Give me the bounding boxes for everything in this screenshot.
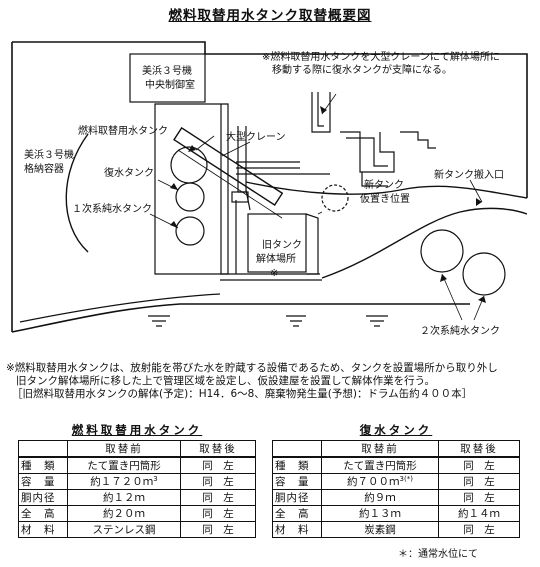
condensate-tank-label: 復水タンク [104, 166, 154, 179]
crane-note-line-2: 移動する際に復水タンクが支障になる。 [272, 63, 452, 76]
row-before: 約７００ｍ3(*) [321, 473, 439, 490]
header-blank [272, 440, 322, 458]
condensate-tank-circle [175, 182, 205, 212]
page-title: 燃料取替用水タンク取替概要図 [168, 8, 372, 24]
row-before: 約９ｍ [321, 489, 439, 506]
note-line-3: ［旧燃料取替用水タンクの解体(予定)：H14．6〜8、廃棄物発生量(予想)：ドラ… [12, 388, 473, 400]
row-before: 炭素鋼 [321, 521, 439, 538]
notes: ※燃料取替用水タンクは、放射能を帯びた水を貯蔵する設備であるため、タンクを設置場… [6, 362, 538, 401]
footnote: ＊：通常水位にて [398, 549, 478, 560]
new-tank-temp-circle [321, 184, 349, 212]
water-symbol [148, 315, 170, 327]
upper-structure [311, 92, 331, 133]
row-label: 容 量 [18, 473, 68, 490]
crane-arm [173, 126, 284, 206]
unit-superscript: 3(*) [399, 475, 413, 483]
row-before: 約１７２０ｍ3 [67, 473, 181, 490]
row-after: 同 左 [438, 521, 520, 538]
water-symbol-2 [286, 315, 306, 327]
row-after: 同 左 [180, 505, 256, 522]
crane-base [231, 191, 249, 203]
table-row: 胴内径 約１２ｍ 同 左 [18, 489, 256, 506]
row-label: 材 料 [272, 521, 322, 538]
row-after: 同 左 [438, 456, 520, 474]
old-tank-site-wall [305, 213, 319, 275]
row-after: 同 左 [438, 489, 520, 506]
unit-superscript: 3 [153, 475, 158, 483]
new-tank-entry-label: 新タンク搬入口 [434, 168, 504, 181]
row-before: 約１３ｍ [321, 505, 439, 522]
old-tank-site-label-3: ※ [270, 268, 278, 279]
old-tank-site-label-1: 旧タンク [262, 239, 302, 251]
row-label: 胴内径 [18, 489, 68, 506]
site-layout-diagram: ※燃料取替用水タンクを大型クレーンにて解体場所に 移動する際に復水タンクが支障に… [11, 41, 528, 337]
fuel-table-title: 燃料取替用水タンク [71, 423, 203, 437]
fuel-tank-label: 燃料取替用水タンク [78, 124, 168, 137]
table-row: 材 料 炭素鋼 同 左 [272, 521, 520, 538]
table-row: 容 量 約１７２０ｍ3 同 左 [18, 473, 256, 490]
secondary-tank-label: ２次系純水タンク [420, 324, 500, 337]
table-row: 種 類 たて置き円筒形 同 左 [18, 456, 256, 474]
row-after: 同 左 [180, 473, 256, 490]
row-after: 同 左 [180, 456, 256, 474]
control-room-label-1: 美浜３号機 [142, 64, 192, 77]
row-before: 約２０ｍ [67, 505, 181, 522]
row-before: 約１２ｍ [67, 489, 181, 506]
row-label: 種 類 [272, 456, 322, 474]
row-label: 容 量 [272, 473, 322, 490]
header-before: 取替前 [67, 440, 181, 458]
note-line-2: 旧タンク解体場所に移した上で管理区域を設定し、仮設建屋を設置して解体作業を行う。 [16, 375, 436, 387]
containment-arc [65, 133, 89, 253]
road-upper [245, 181, 528, 199]
primary-tank-circle [175, 216, 205, 246]
fuel-tank-spec-table: 取替前 取替後 種 類 たて置き円筒形 同 左 容 量 約１７２０ｍ3 同 左 … [18, 440, 256, 538]
row-after: 同 左 [180, 489, 256, 506]
row-label: 種 類 [18, 456, 68, 474]
table-row: 容 量 約７００ｍ3(*) 同 左 [272, 473, 520, 490]
old-tank-site-box [247, 213, 307, 273]
primary-tank-label: １次系純水タンク [72, 202, 152, 215]
row-before: ステンレス鋼 [67, 521, 181, 538]
secondary-tank-circle-1 [420, 229, 464, 273]
header-blank [18, 440, 68, 458]
condensate-table-title: 復水タンク [359, 423, 433, 437]
row-before: たて置き円筒形 [67, 456, 181, 474]
note-line-1: ※燃料取替用水タンクは、放射能を帯びた水を貯蔵する設備であるため、タンクを設置場… [6, 362, 498, 374]
header-after: 取替後 [180, 440, 256, 458]
table-row: 胴内径 約９ｍ 同 左 [272, 489, 520, 506]
crane-note-line-1: ※燃料取替用水タンクを大型クレーンにて解体場所に [262, 50, 500, 63]
row-label: 全 高 [18, 505, 68, 522]
table-header-row: 取替前 取替後 [272, 440, 520, 458]
table-row: 種 類 たて置き円筒形 同 左 [272, 456, 520, 474]
control-room-box [129, 53, 206, 103]
header-after: 取替後 [438, 440, 520, 458]
crane-label: 大型クレーン [226, 130, 286, 143]
water-symbol-3 [366, 315, 388, 327]
row-after: 同 左 [180, 521, 256, 538]
table-header-row: 取替前 取替後 [18, 440, 256, 458]
new-tank-temp-label-1: 新タンク [364, 178, 404, 191]
table-row: 全 高 約１３ｍ 約１４ｍ [272, 505, 520, 522]
row-label: 材 料 [18, 521, 68, 538]
table-row: 全 高 約２０ｍ 同 左 [18, 505, 256, 522]
shoreline [11, 303, 470, 333]
row-after: 約１４ｍ [438, 505, 520, 522]
row-before: たて置き円筒形 [321, 456, 439, 474]
road-lower [321, 207, 528, 279]
row-label: 胴内径 [272, 489, 322, 506]
condensate-tank-spec-table: 取替前 取替後 種 類 たて置き円筒形 同 左 容 量 約７００ｍ3(*) 同 … [272, 440, 520, 538]
new-tank-temp-label-2: 仮置き位置 [360, 192, 410, 205]
containment-label-1: 美浜３号機 [24, 148, 74, 161]
control-room-label-2: 中央制御室 [145, 78, 195, 91]
row-label: 全 高 [272, 505, 322, 522]
old-tank-site-label-2: 解体場所 [256, 252, 296, 265]
header-before: 取替前 [321, 440, 439, 458]
table-row: 材 料 ステンレス鋼 同 左 [18, 521, 256, 538]
secondary-tank-circle-2 [462, 252, 506, 296]
containment-label-2: 格納容器 [24, 162, 64, 175]
row-after: 同 左 [438, 473, 520, 490]
